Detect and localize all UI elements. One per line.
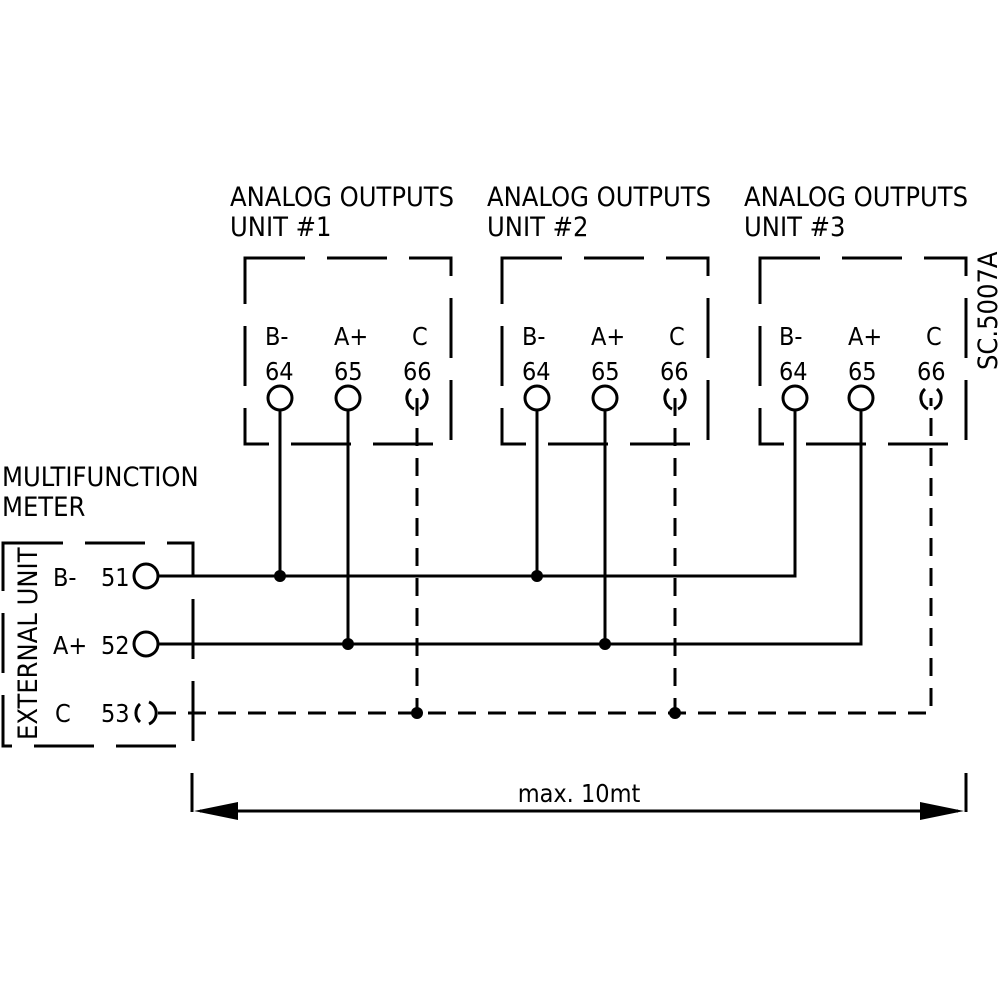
unit-3-signal-b: B- (779, 322, 803, 351)
wire-a-bus (158, 398, 863, 646)
wire-a-plus (158, 398, 863, 646)
meter-signal-b: B- (53, 563, 77, 592)
terminal-circle (523, 384, 551, 412)
unit-1-terminals: B- 64 A+ 65 C 66 (265, 322, 432, 386)
unit-2-signal-b: B- (522, 322, 546, 351)
dimension: max. 10mt (190, 773, 968, 820)
unit-2-signal-c: C (669, 322, 685, 351)
unit-3-number-65: 65 (848, 357, 877, 386)
drawing-code: SC.5007A (973, 251, 1000, 370)
unit-3-title: ANALOG OUTPUTS UNIT #3 (744, 182, 968, 243)
terminal-shield-circle (919, 387, 943, 411)
junction-dot (531, 570, 543, 582)
terminal-circle (266, 384, 294, 412)
terminal-circle (132, 630, 160, 658)
unit-1-title-line1: ANALOG OUTPUTS (230, 182, 454, 213)
dimension-label: max. 10mt (518, 779, 641, 808)
terminal-circle (132, 562, 160, 590)
unit-1-title: ANALOG OUTPUTS UNIT #1 (230, 182, 454, 243)
unit-3-signal-a: A+ (848, 322, 882, 351)
terminal-circle (334, 384, 362, 412)
unit-1-number-64: 64 (265, 357, 294, 386)
unit-3-number-66: 66 (917, 357, 946, 386)
unit-2-title: ANALOG OUTPUTS UNIT #2 (487, 182, 711, 243)
junction-dot (411, 707, 423, 719)
meter-number-51: 51 (101, 563, 130, 592)
terminal-shield-circle (405, 387, 429, 411)
unit-2-title-line2: UNIT #2 (487, 212, 588, 243)
unit-1-signal-b: B- (265, 322, 289, 351)
meter-signal-a: A+ (53, 631, 87, 660)
unit-2-title-line1: ANALOG OUTPUTS (487, 182, 711, 213)
terminal-shield-circle (134, 700, 158, 726)
junction-dot (599, 638, 611, 650)
wire-b-minus (158, 398, 797, 578)
external-unit-label: EXTERNAL UNIT (13, 547, 44, 740)
terminal-circle (781, 384, 809, 412)
arrow-right-icon (920, 802, 964, 820)
terminal-circle (847, 384, 875, 412)
unit-2-number-64: 64 (522, 357, 551, 386)
unit-1-number-65: 65 (334, 357, 363, 386)
wire-b-bus (158, 398, 797, 578)
unit-1-signal-c: C (412, 322, 428, 351)
arrow-left-icon (194, 802, 238, 820)
unit-3-terminals: B- 64 A+ 65 C 66 (779, 322, 946, 386)
terminal-shield-circle (663, 387, 687, 411)
meter-number-53: 53 (101, 699, 130, 728)
unit-1-signal-a: A+ (334, 322, 368, 351)
unit-2-terminals: B- 64 A+ 65 C 66 (522, 322, 689, 386)
unit-3-box (758, 256, 968, 446)
unit-2-number-65: 65 (591, 357, 620, 386)
unit-3-signal-c: C (926, 322, 942, 351)
meter-title-line2: METER (2, 492, 85, 523)
terminal-circle (591, 384, 619, 412)
unit-2-signal-a: A+ (591, 322, 625, 351)
unit-3-number-64: 64 (779, 357, 808, 386)
junction-dot (274, 570, 286, 582)
meter-number-52: 52 (101, 631, 130, 660)
junction-dot (342, 638, 354, 650)
unit-2-number-66: 66 (660, 357, 689, 386)
unit-3-title-line1: ANALOG OUTPUTS (744, 182, 968, 213)
meter-title-line1: MULTIFUNCTION (2, 462, 199, 493)
unit-1-title-line2: UNIT #1 (230, 212, 331, 243)
unit-3-title-line2: UNIT #3 (744, 212, 845, 243)
unit-1-number-66: 66 (403, 357, 432, 386)
junction-dot (669, 707, 681, 719)
meter-signal-c: C (55, 699, 71, 728)
